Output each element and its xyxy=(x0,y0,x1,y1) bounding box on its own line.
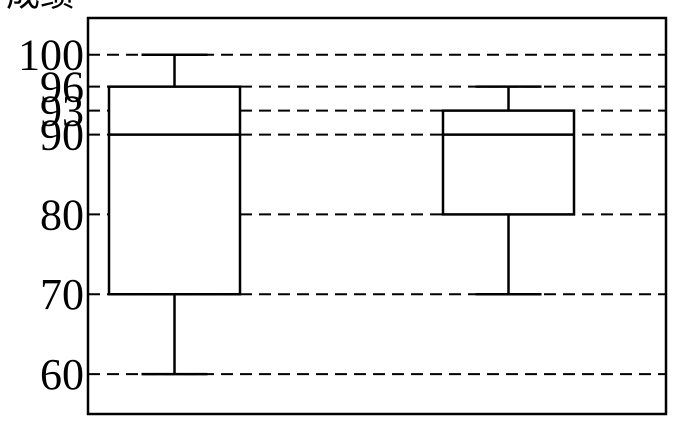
y-tick-label-93: 93 xyxy=(40,87,84,136)
box-1 xyxy=(107,53,242,376)
y-tick-label-90: 90 xyxy=(40,111,84,160)
box-2 xyxy=(441,85,576,296)
boxes xyxy=(107,53,576,376)
y-axis-title: 成绩 xyxy=(6,0,74,15)
plot-frame xyxy=(86,16,668,416)
y-tick-label-96: 96 xyxy=(40,63,84,112)
y-tick-label-80: 80 xyxy=(40,190,84,239)
iqr-box xyxy=(107,85,242,296)
y-tick-label-60: 60 xyxy=(40,350,84,399)
iqr-box xyxy=(441,109,576,216)
y-tick-label-70: 70 xyxy=(40,270,84,319)
y-tick-label-100: 100 xyxy=(18,31,84,80)
